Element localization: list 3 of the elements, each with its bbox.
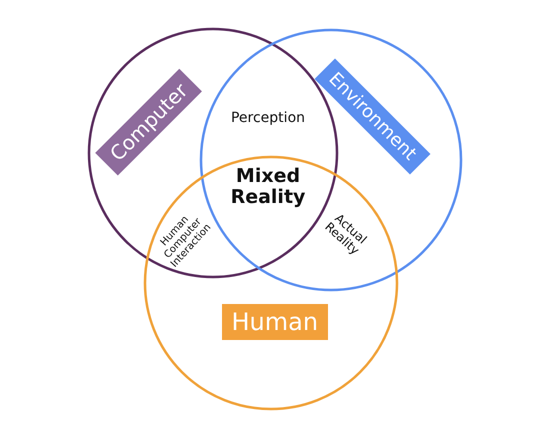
overlap-label: Perception (230, 110, 306, 126)
set-label: Human (222, 304, 328, 340)
overlap-label: Mixed Reality (230, 166, 306, 208)
